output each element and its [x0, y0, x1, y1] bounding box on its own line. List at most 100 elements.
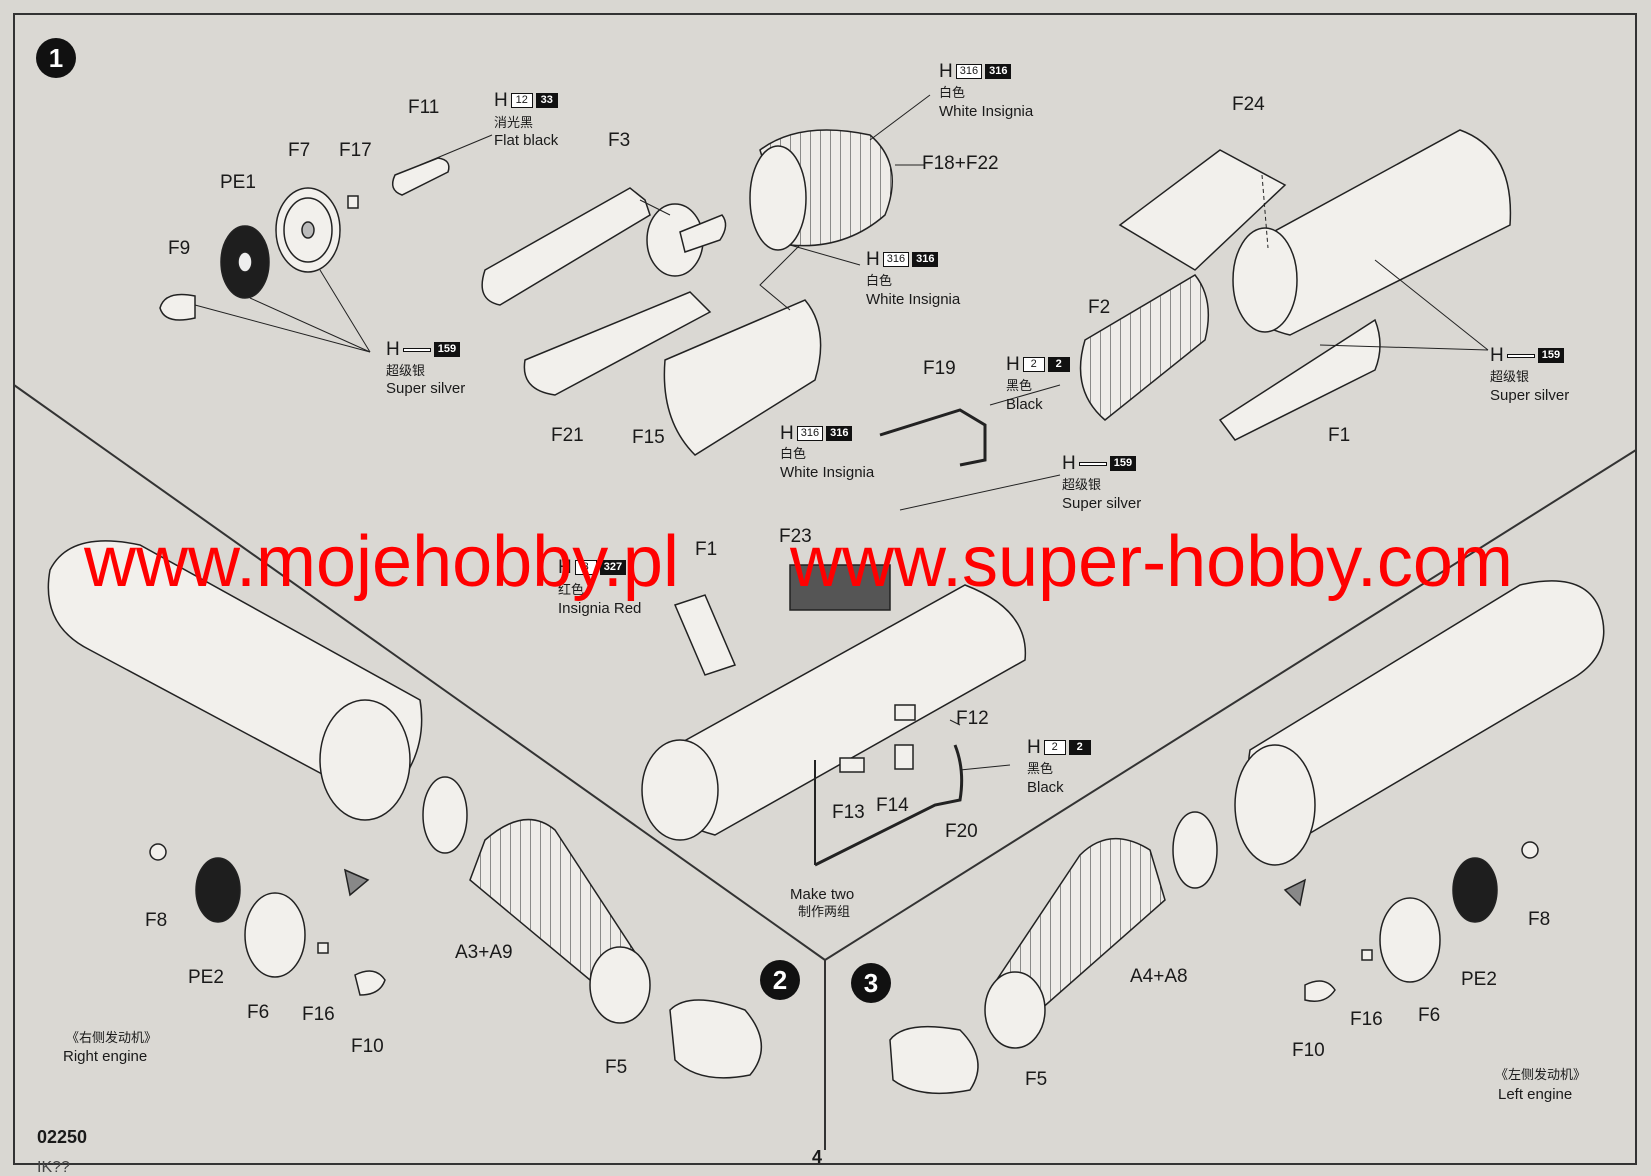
- paint-en: White Insignia: [939, 103, 1034, 120]
- part-label-f9: F9: [168, 238, 191, 259]
- part-label-f10-right: F10: [1292, 1040, 1325, 1061]
- f1-shell: [1218, 318, 1381, 441]
- part-label-f5-left: F5: [605, 1057, 628, 1078]
- paint-letter: H: [866, 249, 880, 270]
- f17-part: [347, 195, 359, 209]
- step-number-1: 1: [36, 38, 76, 78]
- paint-code-outline: 2: [1022, 357, 1045, 372]
- paint-cn: 黑色: [1027, 761, 1054, 776]
- paint-letter: H: [494, 90, 508, 111]
- f10-cone-right: [1304, 980, 1336, 1002]
- kit-number: 02250: [37, 1127, 88, 1147]
- f6-wheel-right: [1379, 897, 1441, 983]
- paint-super-silver-1: H 159: [386, 340, 461, 359]
- part-label-f10-left: F10: [351, 1036, 384, 1057]
- paint-code-outline: 316: [796, 426, 824, 441]
- part-label-f5-right: F5: [1025, 1069, 1048, 1090]
- arrow-left: [343, 868, 370, 897]
- paint-code-solid: 2: [1068, 740, 1091, 755]
- f14-part: [894, 744, 914, 770]
- left-engine-caption: Left engine: [1498, 1086, 1573, 1103]
- f5-nozzle-left: [669, 999, 763, 1079]
- part-label-pe2-left: PE2: [188, 967, 224, 988]
- divider-right: [824, 449, 1637, 961]
- paint-letter: H: [558, 557, 572, 578]
- part-label-f1b: F1: [695, 539, 718, 560]
- pe2-disc-left: [195, 857, 241, 923]
- f20-pipe: [814, 744, 964, 867]
- a3a9-duct-end: [589, 946, 651, 1024]
- paint-en: White Insignia: [866, 291, 961, 308]
- f13-part: [839, 757, 865, 773]
- part-label-f14: F14: [876, 795, 909, 816]
- paint-code-solid: 316: [985, 64, 1012, 79]
- part-label-f13: F13: [832, 802, 865, 823]
- paint-code-solid: 159: [433, 342, 461, 357]
- make-two-note: Make two: [790, 886, 855, 903]
- paint-cn: 超级银: [1062, 477, 1102, 492]
- step-number-3: 3: [851, 963, 891, 1003]
- part-label-f21: F21: [551, 425, 584, 446]
- main-engine-face: [1232, 227, 1298, 333]
- left-engine-fan: [1172, 811, 1218, 889]
- paint-code-solid: 33: [535, 93, 558, 108]
- part-label-f24: F24: [1232, 94, 1265, 115]
- paint-code-solid: 2: [1047, 357, 1070, 372]
- paint-code-outline: 316: [882, 252, 910, 267]
- part-label-f8-right: F8: [1528, 909, 1551, 930]
- paint-cn: 红色: [558, 582, 585, 597]
- part-label-a4a8: A4+A8: [1130, 966, 1188, 987]
- paint-letter: H: [1006, 354, 1020, 375]
- left-engine-caption-cn: 《左侧发动机》: [1495, 1067, 1587, 1082]
- paint-code-solid: 327: [599, 560, 627, 575]
- paint-cn: 白色: [866, 273, 893, 288]
- center-engine-face: [641, 739, 719, 841]
- f11-cone: [391, 157, 450, 196]
- part-label-f23: F23: [779, 526, 812, 547]
- part-label-f15: F15: [632, 427, 665, 448]
- left-engine-face: [1234, 744, 1316, 866]
- part-label-pe1: PE1: [220, 172, 256, 193]
- paint-code-outline: 2: [1043, 740, 1066, 755]
- paint-en: Super silver: [1062, 495, 1142, 512]
- paint-letter: H: [1027, 737, 1041, 758]
- part-label-pe2-right: PE2: [1461, 969, 1497, 990]
- f3-shell: [481, 187, 651, 306]
- f21-shell: [523, 291, 712, 396]
- f8-part-left: [149, 843, 167, 861]
- paint-super-silver-3: H 159: [1062, 454, 1137, 473]
- watermark-mojehobby: www.mojehobby.pl: [84, 522, 679, 602]
- arrow-right: [1283, 878, 1307, 907]
- paint-letter: H: [780, 423, 794, 444]
- f16-part-left: [317, 942, 329, 954]
- step1-parts: [159, 129, 1512, 867]
- paint-code-outline: [1506, 353, 1535, 358]
- part-label-f18f22: F18+F22: [922, 153, 999, 174]
- f8-part-right: [1521, 841, 1539, 859]
- f18-cylinder-face: [749, 145, 807, 251]
- part-label-f17: F17: [339, 140, 372, 161]
- part-label-f19: F19: [923, 358, 956, 379]
- right-engine-face: [319, 699, 411, 821]
- paint-en: Black: [1006, 396, 1043, 413]
- paint-code-outline: [1078, 461, 1107, 466]
- part-label-f6-left: F6: [247, 1002, 270, 1023]
- paint-code-outline: 316: [955, 64, 983, 79]
- f23-block: [789, 564, 891, 611]
- right-engine-caption: Right engine: [63, 1048, 148, 1065]
- step-number-2: 2: [760, 960, 800, 1000]
- paint-cn: 超级银: [386, 363, 426, 378]
- paint-code-outline: 12: [510, 93, 533, 108]
- part-label-f7: F7: [288, 140, 311, 161]
- f6-wheel-left: [244, 892, 306, 978]
- paint-code-solid: 159: [1537, 348, 1565, 363]
- right-engine-caption-cn: 《右侧发动机》: [66, 1030, 158, 1045]
